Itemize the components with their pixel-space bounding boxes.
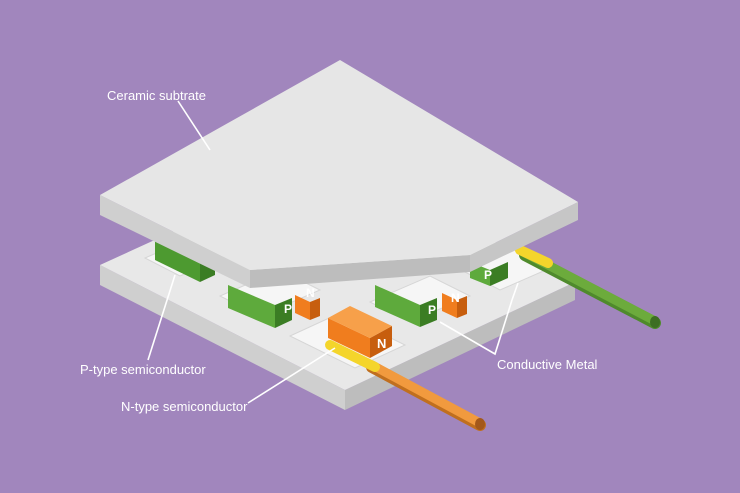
p-type-leader (147, 274, 176, 361)
green-wire (515, 245, 661, 329)
conductive-metal-label: Conductive Metal (497, 357, 598, 372)
p-type-semiconductor-label: P-type semiconductor (80, 362, 206, 377)
p-pellet-letter-3: P (484, 268, 492, 282)
n-pellet-letter: N (306, 286, 315, 300)
n-type-leader (247, 347, 336, 404)
n-pellet-letter-2: N (451, 291, 460, 305)
top-ceramic-plate (100, 60, 578, 288)
n-type-semiconductor-label: N-type semiconductor (121, 399, 248, 414)
conductive-metal-leader (439, 299, 513, 356)
ceramic-leader (177, 100, 211, 151)
leader-lines (147, 100, 519, 404)
p-pellet-letter-2: P (428, 303, 436, 317)
ceramic-substrate-label: Ceramic subtrate (107, 88, 206, 103)
orange-wire (325, 340, 486, 431)
semiconductor-pellets-back: P N P N P (155, 240, 508, 328)
n-pellet-letter-front: N (377, 336, 386, 351)
p-pellet-letter: P (284, 302, 292, 316)
front-n-pellet: N (328, 306, 392, 358)
